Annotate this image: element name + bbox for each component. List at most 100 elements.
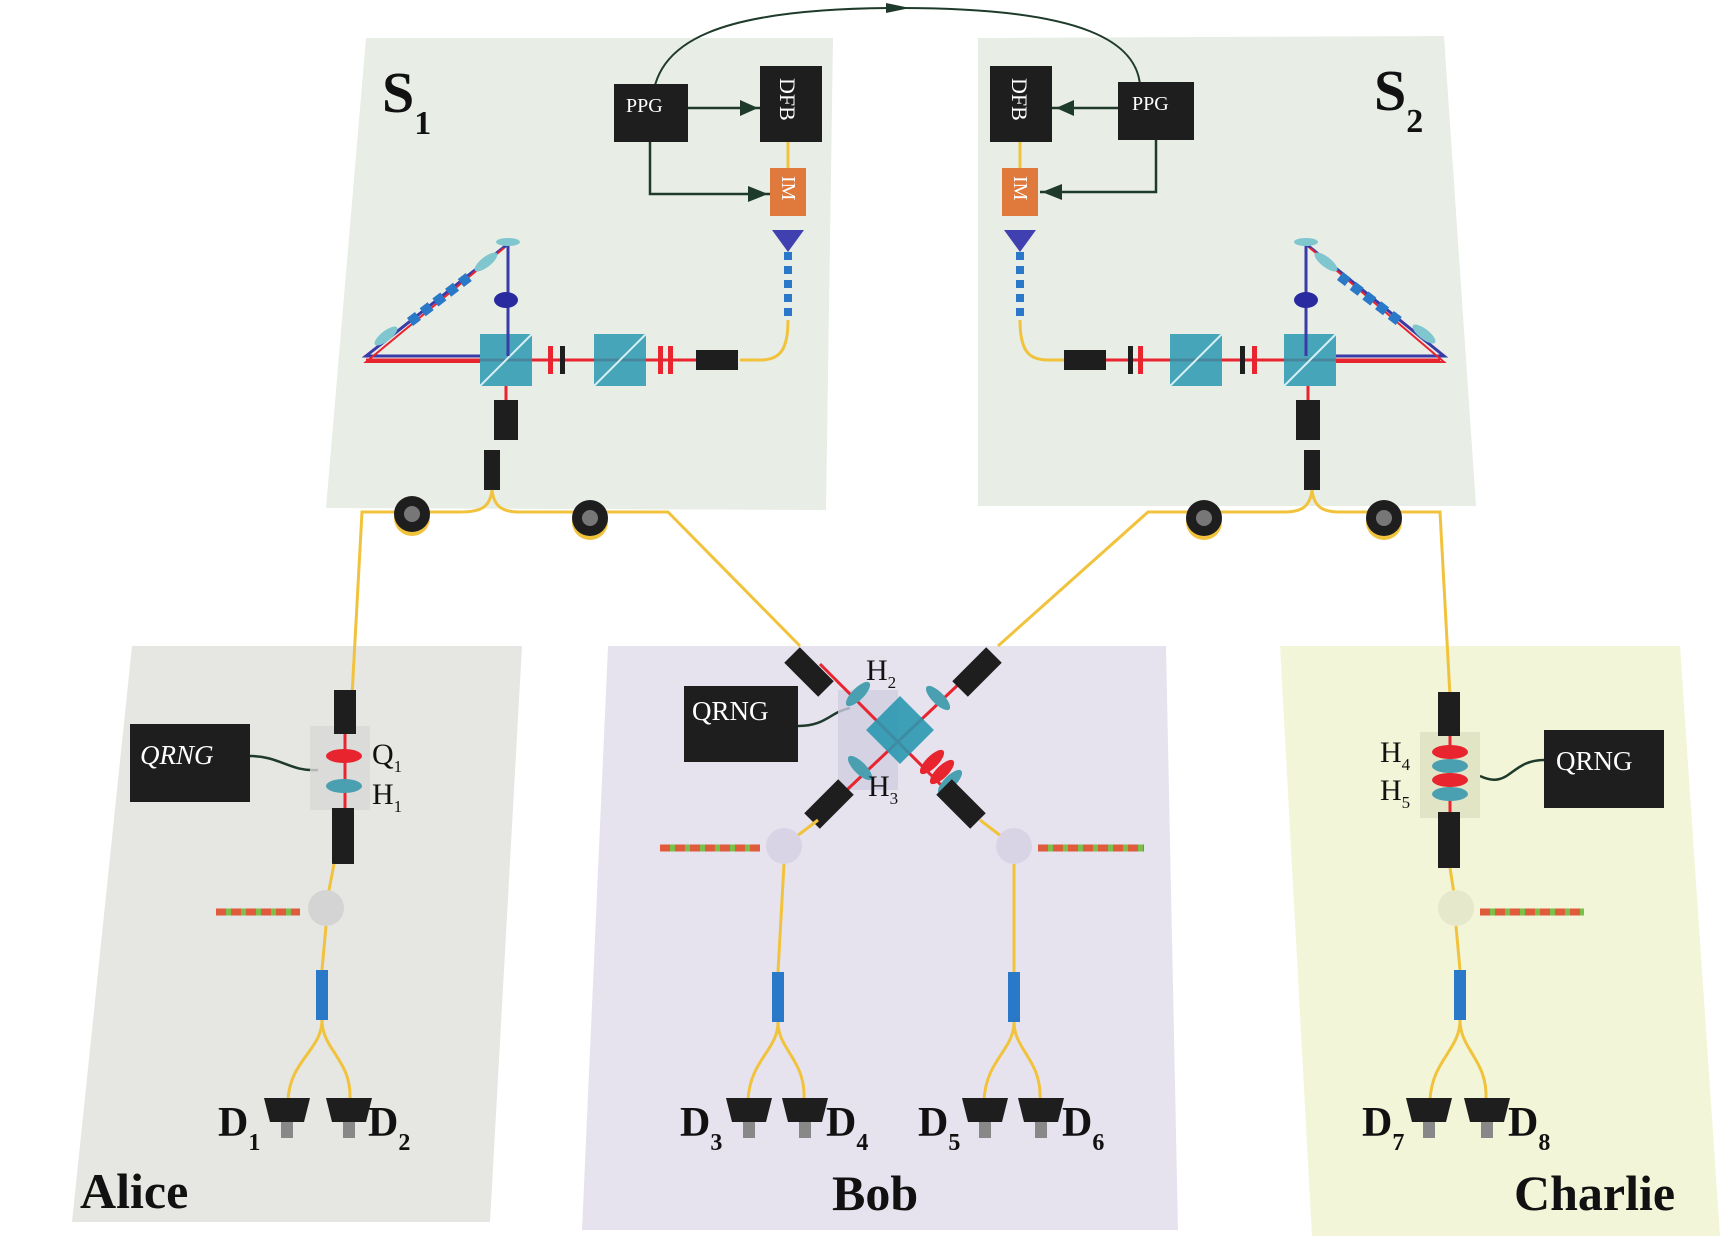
s2-coupler-out — [1304, 450, 1320, 490]
alice-qrng-label: QRNG — [140, 740, 214, 770]
s2-amp-icon — [1004, 230, 1036, 252]
charlie-qrng-box — [1544, 730, 1664, 808]
bob-h2-plate — [845, 681, 871, 707]
d1-label: D1 — [218, 1100, 260, 1156]
bob-circulator-left — [766, 828, 802, 864]
s2-label: S2 — [1374, 58, 1423, 140]
detector-d3 — [726, 1098, 772, 1138]
s2-dfb-label: DFB — [1007, 78, 1032, 121]
charlie-h4b-plate — [1432, 759, 1468, 773]
alice-fiber-split — [286, 1019, 352, 1101]
d6-label: D6 — [1062, 1100, 1104, 1156]
detector-d2 — [326, 1098, 372, 1138]
fiber-s2-to-bob — [997, 489, 1314, 648]
alice-mount — [310, 726, 370, 810]
s1-pbs-1-diag — [593, 333, 647, 387]
s1-ppktp-crystal — [406, 272, 474, 326]
s1-pbs-2-diag — [479, 333, 533, 387]
s2-ppg-box — [1118, 82, 1194, 140]
bob-qrng-box — [684, 686, 798, 762]
fiber-s1-to-alice — [350, 489, 494, 697]
s2-lens-a — [1412, 324, 1436, 344]
s1-lens-b — [474, 252, 498, 272]
bob-plate-right-bot-1 — [919, 749, 945, 775]
alice-h1-plate — [326, 779, 362, 793]
bob-filter-right — [1008, 972, 1020, 1022]
charlie-name: Charlie — [1514, 1165, 1675, 1221]
alice-filter — [316, 970, 328, 1020]
s1-collimator — [696, 350, 738, 370]
alice-circulator — [308, 890, 344, 926]
bob-split-left — [746, 1021, 806, 1101]
s2-mirror-top — [1294, 238, 1318, 246]
charlie-h5b-plate — [1432, 787, 1468, 801]
s1-dfb-label: DFB — [775, 78, 800, 121]
s2-ppg-label: PPG — [1132, 93, 1169, 115]
s1-ppg-im-wire — [648, 142, 770, 196]
d5-label: D5 — [918, 1100, 960, 1156]
spool-2 — [572, 500, 608, 540]
s1-hwp-1 — [658, 346, 663, 374]
bob-h3-label: H3 — [868, 770, 898, 808]
s2-pbs-1-diag — [1169, 333, 1223, 387]
s2-fiber-to-collimator — [1018, 319, 1064, 362]
s1-fiber-to-collimator — [740, 319, 790, 362]
s1-coupler-down — [494, 400, 518, 440]
s2-im-label: IM — [1009, 176, 1031, 201]
s2-ppktp-crystal — [1336, 272, 1404, 326]
alice-fiber-b — [320, 925, 328, 971]
s2-collimator — [1064, 350, 1106, 370]
bob-coupler-br — [936, 779, 986, 829]
s1-sagnac-hwp — [494, 292, 518, 308]
bob-circulator-right — [996, 828, 1032, 864]
s2-lens-b — [1314, 252, 1338, 272]
s1-hwp-3 — [548, 346, 553, 374]
alice-q1-label: Q1 — [372, 738, 402, 776]
charlie-h4-label: H4 — [1380, 736, 1411, 774]
alice-q1-plate — [326, 749, 362, 763]
detector-d4 — [782, 1098, 828, 1138]
bob-h2-label: H2 — [866, 654, 896, 692]
s2-hwp-1 — [1128, 346, 1133, 374]
s2-ppg-im-wire — [1040, 140, 1158, 194]
s2-qwp-1 — [1252, 346, 1257, 374]
spool-4 — [1366, 500, 1402, 540]
s1-sagnac-red — [363, 247, 505, 363]
s2-panel — [978, 36, 1476, 506]
s1-mirror-top — [496, 238, 520, 246]
charlie-h4-plate — [1432, 745, 1468, 759]
s1-panel — [326, 38, 833, 510]
fiber-s1-to-bob — [490, 489, 802, 648]
s1-ppg-box — [614, 84, 688, 142]
detector-d7 — [1406, 1098, 1452, 1138]
s2-hwp-2 — [1138, 346, 1143, 374]
alice-name: Alice — [80, 1163, 188, 1219]
bob-fiber-left-down — [776, 863, 786, 973]
bob-coupler-bl — [804, 779, 854, 829]
s2-coupler-down — [1296, 400, 1320, 440]
s1-qwp-1 — [560, 346, 565, 374]
s1-lens-a — [374, 326, 398, 346]
s1-im-box — [770, 168, 806, 216]
s2-ppg-im-arrow — [1042, 184, 1062, 200]
s2-sagnac-hwp — [1294, 292, 1318, 308]
spool-3 — [1186, 500, 1222, 540]
detector-d1 — [264, 1098, 310, 1138]
charlie-coupler-out — [1438, 812, 1460, 868]
charlie-fiber-split — [1428, 1019, 1488, 1101]
bob-panel — [582, 646, 1178, 1230]
alice-qrng-box — [130, 724, 250, 802]
d3-label: D3 — [680, 1100, 722, 1156]
alice-h1-label: H1 — [372, 778, 402, 816]
d7-label: D7 — [1362, 1100, 1404, 1156]
bob-name: Bob — [832, 1165, 918, 1221]
bob-pbs — [866, 696, 934, 764]
detector-d5 — [962, 1098, 1008, 1138]
bob-split-right — [982, 1021, 1042, 1101]
bob-h3-plate — [847, 755, 873, 781]
spool-1 — [394, 496, 430, 536]
sync-arrow — [886, 3, 910, 13]
charlie-h5-label: H5 — [1380, 774, 1410, 812]
s2-im-box — [1002, 168, 1038, 216]
